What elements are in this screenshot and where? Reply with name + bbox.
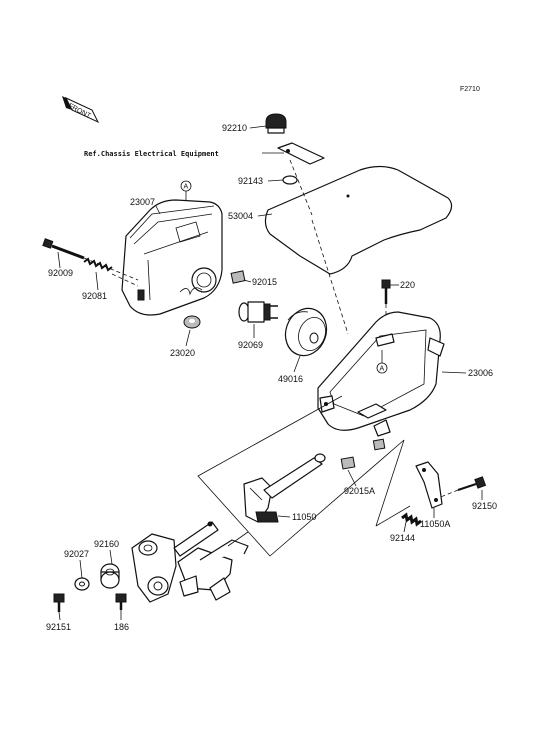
callout-a-right: A xyxy=(376,362,388,374)
label-92009: 92009 xyxy=(48,268,73,278)
label-92081: 92081 xyxy=(82,291,107,301)
part-92144-spring xyxy=(401,512,422,527)
label-92160: 92160 xyxy=(94,539,119,549)
label-92151: 92151 xyxy=(46,622,71,632)
label-92144: 92144 xyxy=(390,533,415,543)
callout-a-top: A xyxy=(180,180,192,192)
part-92151-bolt xyxy=(53,593,65,612)
part-92081-spring xyxy=(83,257,113,272)
part-92160-collar xyxy=(100,563,120,589)
label-92015: 92015 xyxy=(252,277,277,287)
part-92069-bulb xyxy=(238,301,278,323)
label-23007: 23007 xyxy=(130,197,155,207)
reference-note: Ref.Chassis Electrical Equipment xyxy=(84,150,219,158)
label-92069: 92069 xyxy=(238,340,263,350)
part-23006-headlight-bracket xyxy=(317,311,445,437)
label-92210: 92210 xyxy=(222,123,247,133)
lower-mount-bracket xyxy=(131,521,249,603)
part-220-screw xyxy=(381,279,391,304)
part-92150-bolt xyxy=(457,476,487,491)
part-11050a-bracket xyxy=(415,461,443,509)
label-92143: 92143 xyxy=(238,176,263,186)
label-92150: 92150 xyxy=(472,501,497,511)
label-11050a: 11050A xyxy=(420,519,450,529)
part-186-bolt xyxy=(115,593,127,610)
label-92027: 92027 xyxy=(64,549,89,559)
front-direction-marker: FRONT xyxy=(62,96,100,124)
part-92015-clip xyxy=(230,270,246,284)
part-92210-cap xyxy=(265,113,287,134)
assembly-outline xyxy=(197,395,411,557)
part-23007-headlight-housing xyxy=(121,199,223,316)
mounting-plate xyxy=(277,142,325,165)
part-92143-washer xyxy=(282,175,298,185)
part-11050-bracket xyxy=(243,453,326,523)
svg-text:A: A xyxy=(380,366,385,373)
part-49016-bulb-cover xyxy=(284,307,328,357)
label-186: 186 xyxy=(114,622,129,632)
label-23020: 23020 xyxy=(170,348,195,358)
part-92015a-nut xyxy=(340,438,386,470)
label-23006: 23006 xyxy=(468,368,493,378)
part-92009-bolt xyxy=(42,238,85,260)
svg-text:A: A xyxy=(184,184,189,191)
label-92015a: 92015A xyxy=(344,486,375,496)
figure-code: F2710 xyxy=(460,86,480,93)
label-220: 220 xyxy=(400,280,415,290)
part-23020-grommet xyxy=(183,315,201,329)
label-49016: 49016 xyxy=(278,374,303,384)
label-11050: 11050 xyxy=(292,512,316,522)
part-53004-cover xyxy=(264,165,453,275)
part-92027-washer xyxy=(74,577,90,591)
label-53004: 53004 xyxy=(228,211,253,221)
